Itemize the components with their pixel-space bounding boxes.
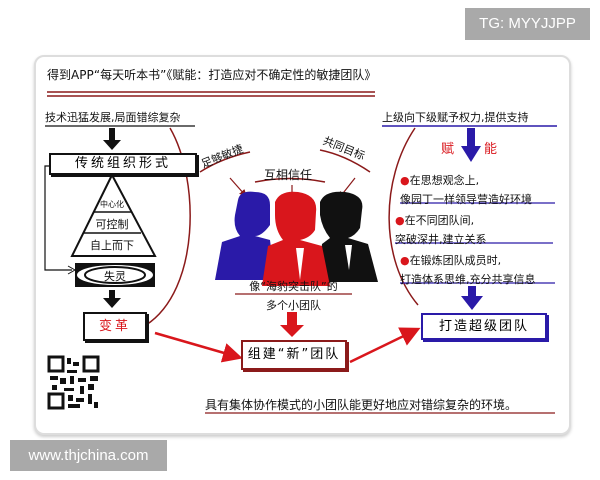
arrow-to-new-team bbox=[154, 331, 243, 363]
left-heading: 技术迅猛发展,局面错综复杂 bbox=[45, 111, 181, 124]
bullet-line: 在锻炼团队成员时, bbox=[409, 254, 502, 267]
center-caption: 多个小团队 bbox=[266, 299, 321, 312]
arrow-down-icon bbox=[103, 290, 121, 308]
pyramid-level: 中心化 bbox=[100, 200, 124, 209]
bullet-line: 突破深井,建立关系 bbox=[395, 233, 487, 246]
team-member-blue-figure bbox=[215, 191, 275, 280]
label-arc bbox=[254, 177, 326, 183]
left-arc-connector bbox=[145, 127, 191, 326]
right-heading: 上级向下级赋予权力,提供支持 bbox=[382, 111, 529, 124]
bullet-line: 打造体系思维,充分共享信息 bbox=[400, 273, 536, 286]
label-arc bbox=[199, 151, 251, 173]
arrow-down-icon bbox=[103, 128, 121, 150]
arrow-down-icon bbox=[461, 128, 481, 162]
feedback-loop-arrow bbox=[44, 165, 77, 275]
page-title: 得到APP“每天听本书”《赋能：打造应对不确定性的敏捷团队》 bbox=[47, 68, 377, 82]
pyramid-level: 自上而下 bbox=[90, 239, 134, 252]
bullet-icon: ● bbox=[400, 254, 410, 267]
bullet-line: 在思想观念上, bbox=[409, 174, 480, 187]
failure-oval bbox=[75, 263, 155, 287]
empower-right: 能 bbox=[484, 142, 498, 157]
empower-left: 赋 bbox=[441, 142, 455, 157]
label-arc bbox=[319, 149, 371, 173]
bullet-item: ●在思想观念上, 像园丁一样领导营造好环境 bbox=[400, 169, 532, 207]
label-arrow bbox=[229, 177, 247, 197]
bullet-icon: ● bbox=[395, 214, 405, 227]
pyramid bbox=[70, 172, 157, 257]
team-member-red-figure bbox=[262, 191, 330, 286]
bullet-item: ●在不同团队间, 突破深井,建立关系 bbox=[395, 209, 487, 247]
new-team-box: 组建“新”团队 bbox=[241, 340, 347, 370]
failure-label: 失灵 bbox=[104, 270, 126, 283]
traditional-org-box: 传统组织形式 bbox=[49, 153, 197, 175]
watermark: www.thjchina.com bbox=[10, 440, 167, 471]
right-arc-connector bbox=[388, 127, 419, 306]
arrow-down-icon bbox=[280, 312, 304, 337]
telegram-badge: TG: MYYJJPP bbox=[465, 8, 590, 40]
arrow-to-super-team bbox=[349, 327, 421, 364]
bullet-line: 在不同团队间, bbox=[404, 214, 475, 227]
conclusion-text: 具有集体协作模式的小团队能更好地应对错综复杂的环境。 bbox=[205, 398, 518, 412]
bullet-item: ●在锻炼团队成员时, 打造体系思维,充分共享信息 bbox=[400, 249, 536, 287]
reform-box: 变革 bbox=[83, 312, 147, 341]
center-caption: 像“海豹突击队”的 bbox=[249, 280, 338, 293]
super-team-box: 打造超级团队 bbox=[421, 313, 547, 340]
pyramid-level: 可控制 bbox=[95, 218, 129, 231]
bullet-icon: ● bbox=[400, 174, 410, 187]
arrow-down-icon bbox=[461, 286, 483, 310]
team-member-black-figure bbox=[318, 191, 378, 282]
qr-code bbox=[47, 355, 100, 410]
label-trust: 互相信任 bbox=[264, 168, 313, 182]
bullet-line: 像园丁一样领导营造好环境 bbox=[400, 193, 532, 206]
